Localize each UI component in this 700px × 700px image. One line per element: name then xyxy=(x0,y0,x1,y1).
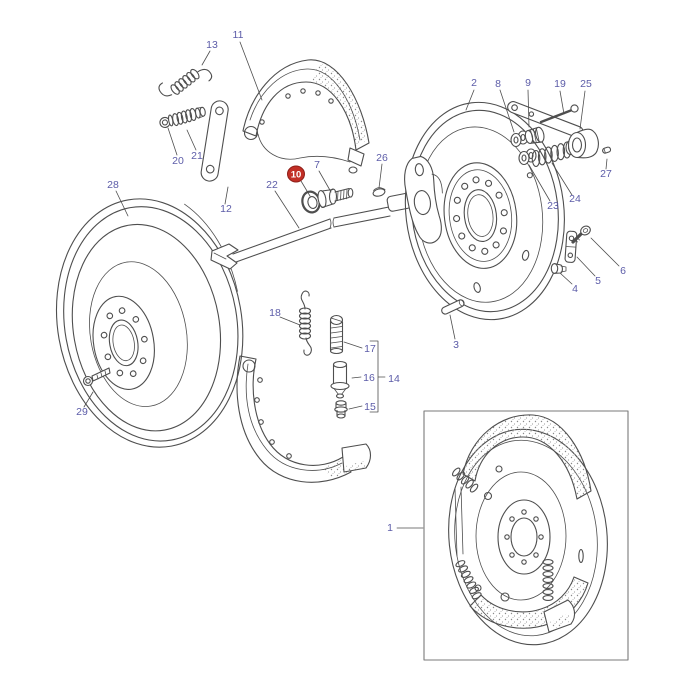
callout-24[interactable]: 24 xyxy=(569,193,581,205)
badge-label[interactable]: 10 xyxy=(291,170,302,181)
callout-8[interactable]: 8 xyxy=(495,78,501,90)
part-27-pin xyxy=(602,146,612,154)
callout-14[interactable]: 14 xyxy=(388,373,400,385)
callout-7[interactable]: 7 xyxy=(314,159,320,171)
callout-15[interactable]: 15 xyxy=(364,401,376,413)
part-20-21-spring-bolt-set xyxy=(159,106,206,129)
leader-lines xyxy=(83,41,620,529)
part-28-brake-drum xyxy=(55,198,244,448)
callout-20[interactable]: 20 xyxy=(172,155,184,167)
part-1-assembled-brake xyxy=(448,414,608,646)
part-26-clip xyxy=(372,187,386,197)
callout-3[interactable]: 3 xyxy=(453,339,459,351)
part-8-9-washers-and-spacer xyxy=(510,126,545,148)
part-2-backing-plate xyxy=(404,101,565,321)
part-15-adjuster-nut xyxy=(334,400,348,419)
part-29-wheel-stud xyxy=(82,367,111,387)
callout-labels: 1 2 3 4 5 6 7 8 9 11 12 13 14 15 16 17 1… xyxy=(76,29,626,534)
callout-13[interactable]: 13 xyxy=(206,39,218,51)
part-5-keeper-plate xyxy=(564,230,578,263)
badge-circle[interactable] xyxy=(287,165,305,183)
callout-17[interactable]: 17 xyxy=(364,343,376,355)
callout-27[interactable]: 27 xyxy=(600,168,612,180)
part-lower-brake-shoe xyxy=(236,355,372,483)
callout-26[interactable]: 26 xyxy=(376,152,388,164)
part-3-anchor-pin xyxy=(441,299,465,315)
diagram-linework xyxy=(55,41,629,661)
callout-18[interactable]: 18 xyxy=(269,307,281,319)
callout-2[interactable]: 2 xyxy=(471,77,477,89)
part-25-boss xyxy=(567,128,599,159)
part-23-24-spring-and-washers xyxy=(518,139,576,168)
part-13-return-spring xyxy=(158,68,213,97)
callout-4[interactable]: 4 xyxy=(572,283,578,295)
callout-28[interactable]: 28 xyxy=(107,179,119,191)
callout-21[interactable]: 21 xyxy=(191,150,203,162)
part-11-brake-shoe-upper xyxy=(242,59,370,174)
highlight-badge-10[interactable]: 10 xyxy=(287,165,305,183)
part-16-adjuster-body xyxy=(330,360,350,399)
part-18-shoe-spring xyxy=(298,290,312,356)
part-14-group-bracket xyxy=(369,340,386,413)
part-19-anchor-pin-and-bar xyxy=(507,101,584,138)
callout-1[interactable]: 1 xyxy=(387,522,393,534)
callout-9[interactable]: 9 xyxy=(525,77,531,89)
callout-16[interactable]: 16 xyxy=(363,372,375,384)
callout-5[interactable]: 5 xyxy=(595,275,601,287)
callout-22[interactable]: 22 xyxy=(266,179,278,191)
part-4-stud xyxy=(550,263,567,274)
callout-29[interactable]: 29 xyxy=(76,406,88,418)
callout-12[interactable]: 12 xyxy=(220,203,232,215)
callout-25[interactable]: 25 xyxy=(580,78,592,90)
callout-11[interactable]: 11 xyxy=(233,29,244,41)
part-6-screw xyxy=(571,225,591,244)
callout-23[interactable]: 23 xyxy=(547,200,559,212)
part-7-pivot-pin xyxy=(317,187,354,209)
part-12-link-plate xyxy=(200,100,229,182)
callout-19[interactable]: 19 xyxy=(554,78,566,90)
callout-6[interactable]: 6 xyxy=(620,265,626,277)
part-17-adjuster-screw xyxy=(329,314,344,355)
